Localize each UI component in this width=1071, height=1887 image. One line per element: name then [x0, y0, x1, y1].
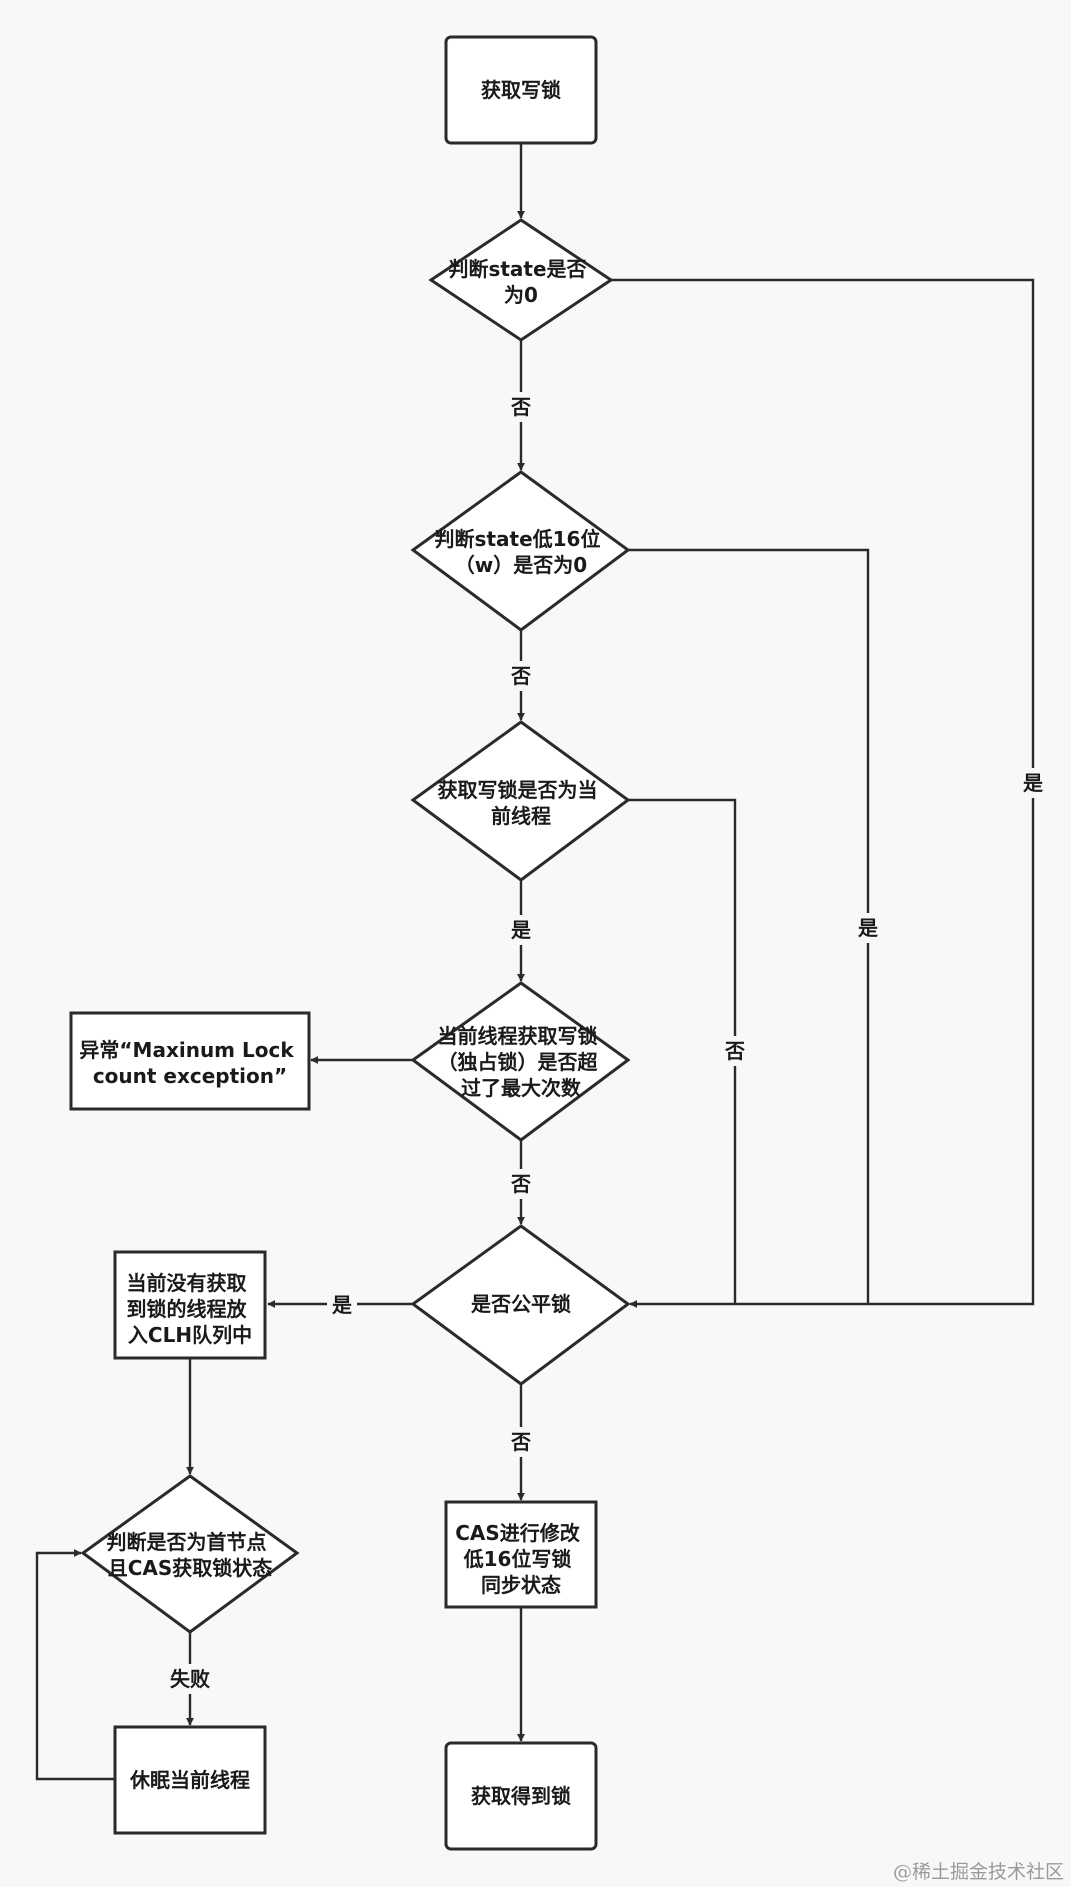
- sleep-node-text: 休眠当前线程: [129, 1768, 250, 1792]
- enqueue-clh-node: [113, 1250, 267, 1360]
- label-head-fail: 失败: [170, 1667, 210, 1691]
- exception-node: [69, 1011, 311, 1111]
- acquired-node-text: 获取得到锁: [471, 1784, 571, 1808]
- sleep-node: [113, 1725, 267, 1835]
- decision-low16-zero: [410, 470, 631, 632]
- cas-modify-node: [444, 1500, 598, 1609]
- decision-state-zero-text: 判断state是否 为0: [448, 257, 593, 307]
- exception-node-text: 异常“Maxinum Lock count exception”: [79, 1038, 300, 1088]
- start-node: [444, 35, 598, 145]
- decision-low16-zero-text: 判断state低16位 （w）是否为0: [435, 527, 608, 577]
- decision-exceed-max-text: 当前线程获取写锁 （独占锁）是否超 过了最大次数: [438, 1024, 605, 1100]
- watermark: @稀土掘金技术社区: [893, 1861, 1064, 1883]
- label-fair-no: 否: [510, 1430, 531, 1454]
- label-state-zero-no: 否: [510, 395, 531, 419]
- label-exceed-no: 否: [510, 1172, 531, 1196]
- edge-state-zero-yes: [611, 278, 1035, 1308]
- enqueue-clh-node-text: 当前没有获取 到锁的线程放 入CLH队列中: [127, 1271, 254, 1347]
- label-current-no: 否: [724, 1039, 745, 1063]
- decision-head-cas-text: 判断是否为首节点 且CAS获取锁状态: [107, 1530, 274, 1580]
- decision-state-zero: [428, 218, 614, 342]
- edge-sleep-loop: [35, 1549, 115, 1781]
- label-low16-no: 否: [510, 664, 531, 688]
- decision-current-thread-text: 获取写锁是否为当 前线程: [438, 778, 605, 828]
- start-node-text: 获取写锁: [481, 78, 561, 102]
- decision-fair-lock-text: 是否公平锁: [470, 1292, 571, 1316]
- decision-exceed-max: [410, 981, 631, 1142]
- acquired-node: [444, 1741, 598, 1851]
- label-state-zero-yes: 是: [1022, 771, 1043, 795]
- edge-low16-yes: [628, 548, 870, 1304]
- nodes: 获取写锁 判断state是否 为0 判断state低16位 （w）是否为0 获取…: [69, 35, 631, 1851]
- label-current-yes: 是: [510, 918, 531, 942]
- label-low16-yes: 是: [857, 916, 878, 940]
- edge-current-no: [628, 798, 737, 1304]
- label-fair-yes: 是: [331, 1293, 352, 1317]
- decision-current-thread: [410, 720, 631, 882]
- edge-labels: 否 是 否 是 是 否 否 是 否 失败: [168, 392, 1048, 1694]
- decision-fair-lock: [410, 1224, 631, 1386]
- cas-modify-node-text: CAS进行修改 低16位写锁 同步状态: [455, 1521, 587, 1597]
- decision-head-cas: [80, 1474, 300, 1634]
